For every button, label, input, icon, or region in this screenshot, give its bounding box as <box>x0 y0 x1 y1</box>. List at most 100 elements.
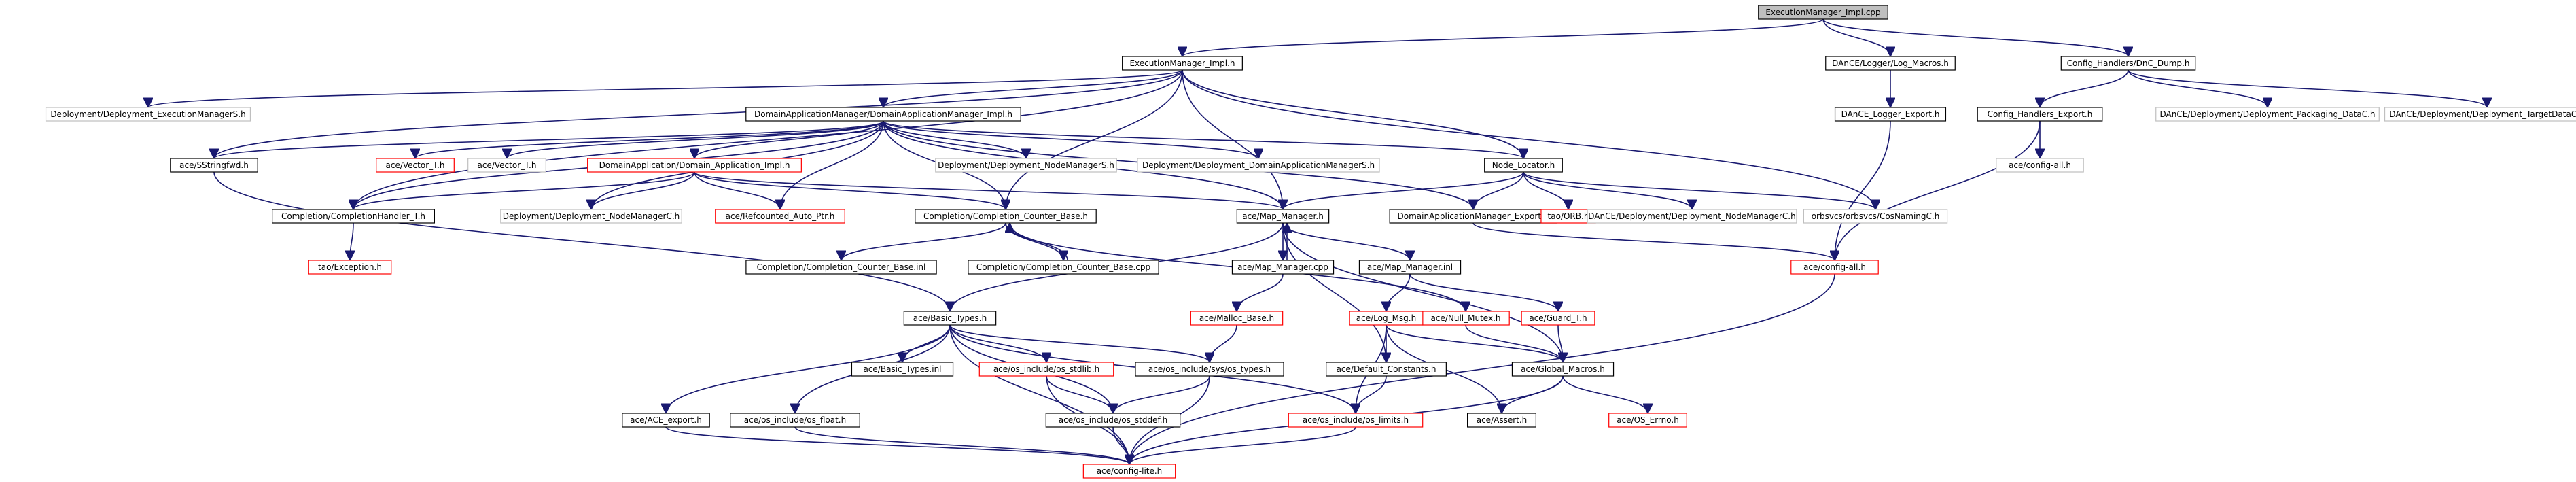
node-box <box>1511 362 1615 377</box>
node-dance-deployment-deployment-nodemanagerc-h[interactable]: DAnCE/Deployment/Deployment_NodeManagerC… <box>1587 209 1797 224</box>
node-completion-completion-counter-base-inl[interactable]: Completion/Completion_Counter_Base.inl <box>745 260 937 275</box>
node-ace-os-include-os-limits-h[interactable]: ace/os_include/os_limits.h <box>1288 413 1424 428</box>
node-ace-os-include-os-float-h[interactable]: ace/os_include/os_float.h <box>730 413 860 428</box>
node-dance-deployment-deployment-targetdatac-h[interactable]: DAnCE/Deployment/Deployment_TargetDataC.… <box>2384 107 2576 122</box>
node-box <box>730 413 860 428</box>
node-label: ace/Refcounted_Auto_Ptr.h <box>726 211 835 221</box>
edge-root-to-emh <box>1182 18 1824 57</box>
edge-basictypes-to-osstdlib <box>949 324 1046 363</box>
node-box <box>587 158 802 173</box>
node-box <box>1358 260 1462 275</box>
node-executionmanager-impl-h[interactable]: ExecutionManager_Impl.h <box>1122 56 1243 71</box>
edge-emh-to-nodelocator <box>1182 69 1523 158</box>
node-completion-completion-counter-base-h[interactable]: Completion/Completion_Counter_Base.h <box>915 209 1097 224</box>
node-ace-os-errno-h[interactable]: ace/OS_Errno.h <box>1608 413 1687 428</box>
edge-daimpl-to-mapmgr <box>694 171 1283 210</box>
node-ace-os-include-os-stddef-h[interactable]: ace/os_include/os_stddef.h <box>1045 413 1181 428</box>
node-domainapplicationmanager-export-h[interactable]: DomainApplicationManager_Export.h <box>1389 209 1557 224</box>
node-box <box>1326 362 1447 377</box>
node-dance-logger-export-h[interactable]: DAnCE_Logger_Export.h <box>1834 107 1947 122</box>
node-ace-null-mutex-h[interactable]: ace/Null_Mutex.h <box>1422 311 1510 326</box>
node-ace-map-manager-h[interactable]: ace/Map_Manager.h <box>1236 209 1330 224</box>
node-tao-exception-h[interactable]: tao/Exception.h <box>308 260 392 275</box>
node-box <box>1236 209 1330 224</box>
edge-nullmutex-to-globalmacros <box>1465 324 1563 363</box>
edge-nodelocator-to-dnmC <box>1523 171 1692 210</box>
node-box <box>622 413 710 428</box>
edge-emh-to-chT <box>353 69 1183 209</box>
edge-nodelocator-to-damexport <box>1473 171 1524 210</box>
node-label: ace/Null_Mutex.h <box>1431 313 1501 323</box>
node-ace-ace-export-h[interactable]: ace/ACE_export.h <box>622 413 710 428</box>
node-ace-map-manager-inl[interactable]: ace/Map_Manager.inl <box>1358 260 1462 275</box>
node-box <box>500 209 682 224</box>
node-box <box>978 362 1114 377</box>
edge-sstringfwd-to-basictypes <box>213 171 950 311</box>
node-label: Config_Handlers_Export.h <box>1988 109 2093 119</box>
node-ace-os-include-os-stdlib-h[interactable]: ace/os_include/os_stdlib.h <box>978 362 1114 377</box>
node-ace-config-all-h[interactable]: ace/config-all.h <box>1790 260 1879 275</box>
node-label: Deployment/Deployment_NodeManagerC.h <box>503 211 680 221</box>
edge-ccbase-to-ccinl <box>841 222 1006 261</box>
node-ace-vector-t-h[interactable]: ace/Vector_T.h <box>376 158 455 173</box>
node-label: ace/OS_Errno.h <box>1617 415 1679 425</box>
node-tao-orb-h[interactable]: tao/ORB.h <box>1540 209 1596 224</box>
node-box <box>915 209 1097 224</box>
node-ace-sstringfwd-h[interactable]: ace/SStringfwd.h <box>170 158 258 173</box>
node-ace-config-all-h-2[interactable]: ace/config-all.h <box>1996 158 2084 173</box>
node-label: DAnCE/Logger/Log_Macros.h <box>1832 58 1949 68</box>
node-box <box>935 158 1117 173</box>
edge-dncdump-to-chexport <box>2040 69 2129 108</box>
edge-mapinl-to-guardT <box>1409 273 1558 312</box>
node-box <box>272 209 436 224</box>
node-orbsvcs-orbsvcs-cosnamingc-h[interactable]: orbsvcs/orbsvcs/CosNamingC.h <box>1803 209 1948 224</box>
node-node-locator-h[interactable]: Node_Locator.h <box>1484 158 1563 173</box>
node-ace-assert-h[interactable]: ace/Assert.h <box>1467 413 1537 428</box>
node-executionmanager-impl-cpp[interactable]: ExecutionManager_Impl.cpp <box>1758 5 1888 20</box>
edge-root-to-logmacros <box>1822 18 1890 57</box>
node-ace-map-manager-cpp[interactable]: ace/Map_Manager.cpp <box>1231 260 1335 275</box>
edge-mapinl-to-logmsg <box>1386 273 1411 312</box>
edge-osstdlib-to-osstddef <box>1046 375 1113 414</box>
node-label: Completion/CompletionHandler_T.h <box>281 211 425 221</box>
node-ace-global-macros-h[interactable]: ace/Global_Macros.h <box>1511 362 1615 377</box>
node-ace-basic-types-inl[interactable]: ace/Basic_Types.inl <box>851 362 954 377</box>
node-ace-refcounted-auto-ptr-h[interactable]: ace/Refcounted_Auto_Ptr.h <box>715 209 845 224</box>
node-label: ace/Malloc_Base.h <box>1199 313 1274 323</box>
node-completion-completion-counter-base-cpp[interactable]: Completion/Completion_Counter_Base.cpp <box>968 260 1159 275</box>
node-label: tao/ORB.h <box>1548 211 1589 221</box>
node-domainapplication-domain-application-impl-h[interactable]: DomainApplication/Domain_Application_Imp… <box>587 158 802 173</box>
node-dance-logger-log-macros-h[interactable]: DAnCE/Logger/Log_Macros.h <box>1825 56 1956 71</box>
node-box <box>45 107 251 122</box>
node-label: Node_Locator.h <box>1492 160 1555 170</box>
edge-nodelocator-to-taoorb <box>1523 171 1568 210</box>
node-deployment-deployment-nodemanagers-h[interactable]: Deployment/Deployment_NodeManagerS.h <box>935 158 1117 173</box>
node-ace-vector-t-h-2[interactable]: ace/Vector_T.h <box>467 158 546 173</box>
node-config-handlers-export-h[interactable]: Config_Handlers_Export.h <box>1977 107 2103 122</box>
node-ace-default-constants-h[interactable]: ace/Default_Constants.h <box>1326 362 1447 377</box>
node-deployment-deployment-nodemanagerc-h[interactable]: Deployment/Deployment_NodeManagerC.h <box>500 209 682 224</box>
node-domainapplicationmanager-domainapplicationmanager-impl-h[interactable]: DomainApplicationManager/DomainApplicati… <box>745 107 1021 122</box>
node-ace-guard-t-h[interactable]: ace/Guard_T.h <box>1521 311 1595 326</box>
node-layer: ExecutionManager_Impl.cppExecutionManage… <box>45 5 2576 479</box>
edge-basictypes-to-basicinl <box>902 324 951 363</box>
node-ace-os-include-sys-os-types-h[interactable]: ace/os_include/sys/os_types.h <box>1135 362 1284 377</box>
node-box <box>467 158 546 173</box>
node-ace-malloc-base-h[interactable]: ace/Malloc_Base.h <box>1190 311 1284 326</box>
node-box <box>745 260 937 275</box>
edge-mapmgr-to-defconst <box>1282 222 1386 362</box>
node-ace-log-msg-h[interactable]: ace/Log_Msg.h <box>1349 311 1424 326</box>
node-label: ExecutionManager_Impl.h <box>1129 58 1235 68</box>
node-label: DomainApplicationManager/DomainApplicati… <box>754 109 1012 119</box>
node-config-handlers-dnc-dump-h[interactable]: Config_Handlers/DnC_Dump.h <box>2060 56 2196 71</box>
node-completion-completionhandler-t-h[interactable]: Completion/CompletionHandler_T.h <box>272 209 436 224</box>
node-ace-config-lite-h[interactable]: ace/config-lite.h <box>1082 464 1176 479</box>
node-deployment-deployment-domainapplicationmanagers-h[interactable]: Deployment/Deployment_DomainApplicationM… <box>1137 158 1380 173</box>
node-box <box>1045 413 1181 428</box>
node-deployment-deployment-executionmanagers-h[interactable]: Deployment/Deployment_ExecutionManagerS.… <box>45 107 251 122</box>
node-ace-basic-types-h[interactable]: ace/Basic_Types.h <box>903 311 997 326</box>
node-box <box>1608 413 1687 428</box>
node-dance-deployment-deployment-packaging-datac-h[interactable]: DAnCE/Deployment/Deployment_Packaging_Da… <box>2155 107 2380 122</box>
node-label: ace/Map_Manager.h <box>1242 211 1324 221</box>
node-box <box>308 260 392 275</box>
